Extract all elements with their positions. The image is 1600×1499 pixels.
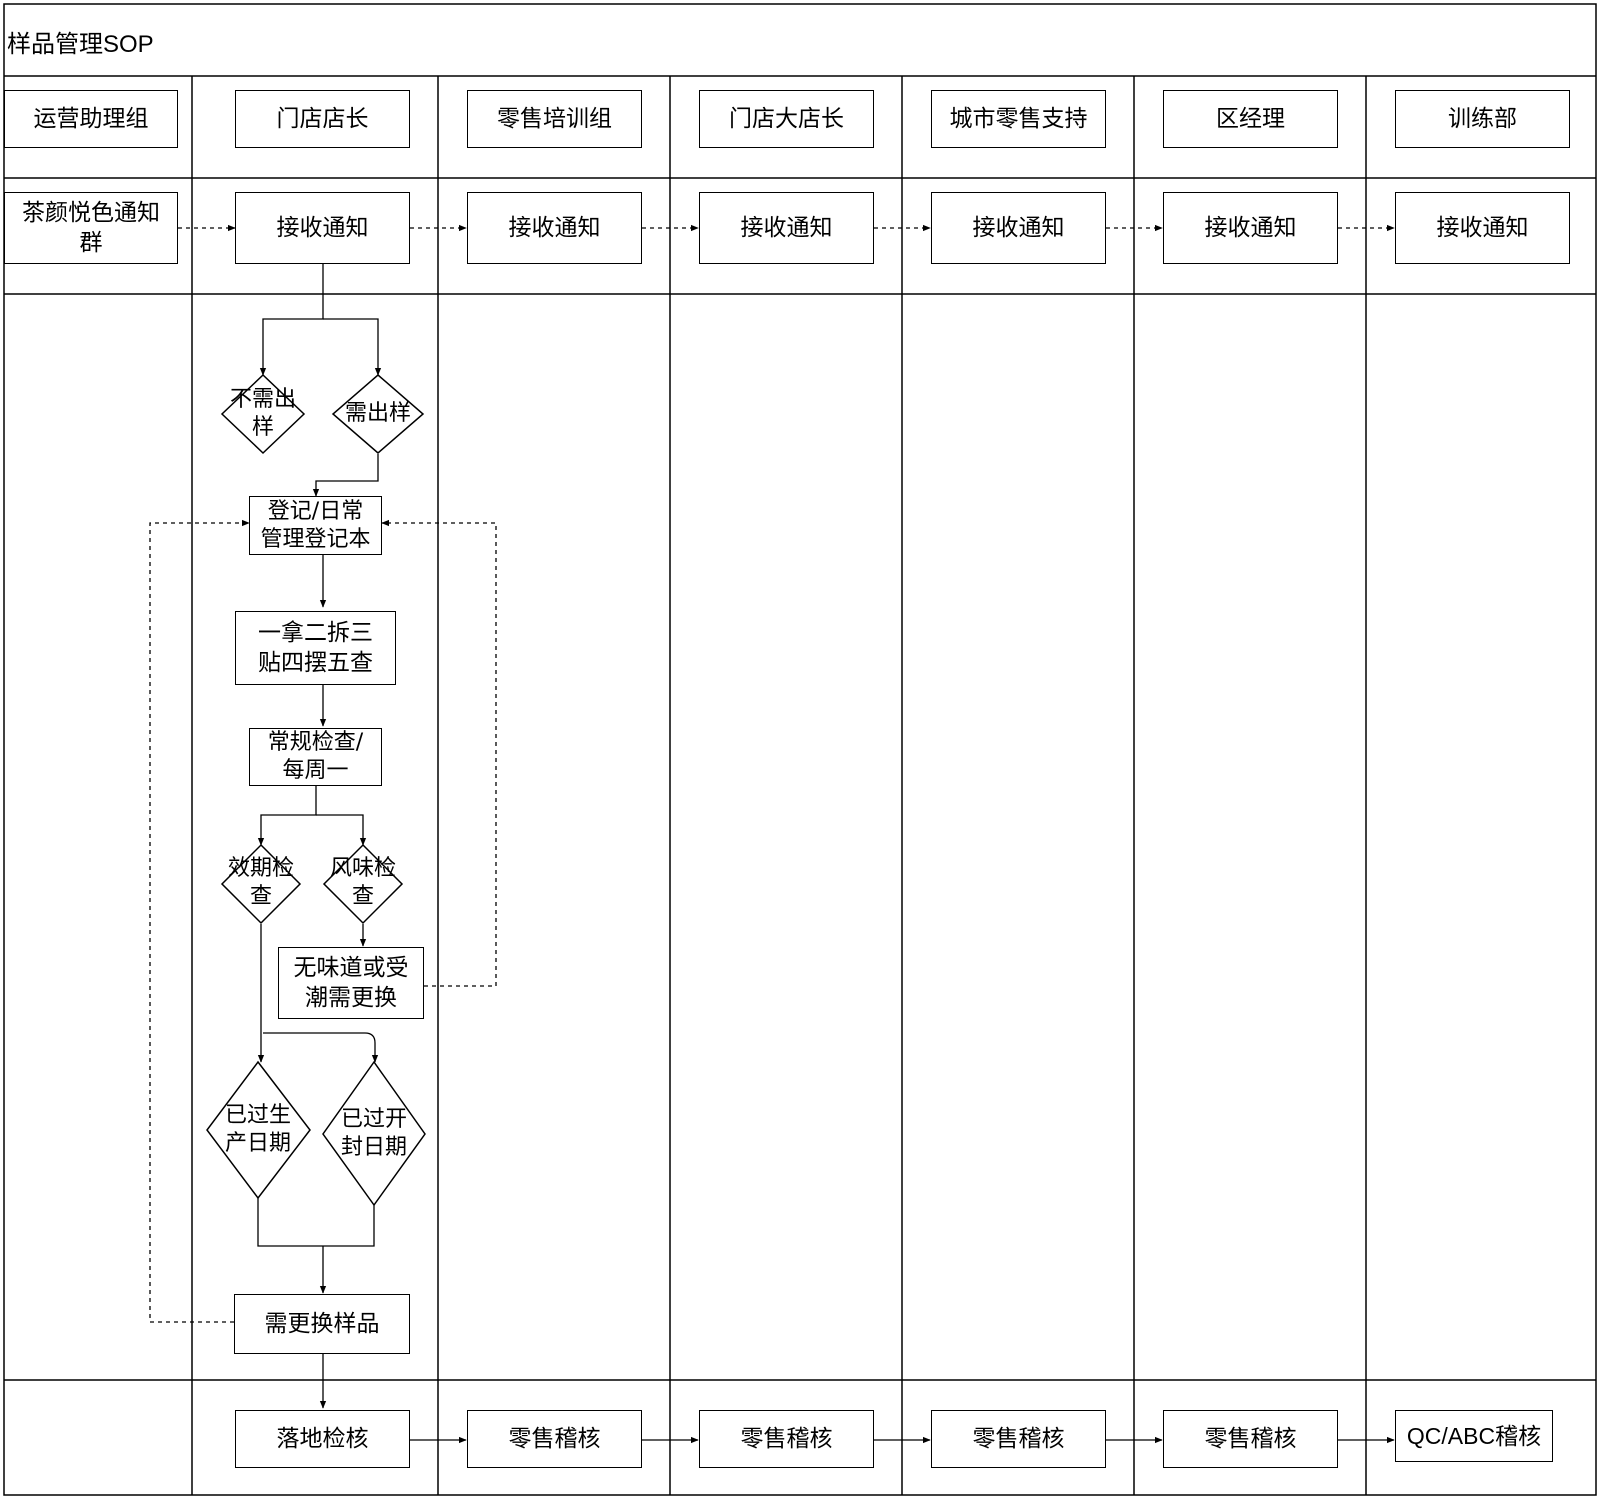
lane-header-ops-assistant: 运营助理组 — [4, 90, 178, 148]
lane-header-training-dept: 训练部 — [1395, 90, 1570, 148]
retail-audit-box-4: 零售稽核 — [1163, 1410, 1338, 1468]
qc-abc-audit-box: QC/ABC稽核 — [1395, 1410, 1553, 1462]
flow-connectors — [257, 264, 382, 1409]
notify-source-box: 茶颜悦色通知 群 — [4, 192, 178, 264]
receive-notice-retail-training: 接收通知 — [467, 192, 642, 264]
diamond-expiry-check — [220, 843, 302, 925]
onsite-audit-box: 落地检核 — [235, 1410, 410, 1468]
label-need-sample: 需出样 — [344, 401, 411, 426]
label-past-opening: 已过开 封日期 — [340, 1107, 407, 1160]
retail-audit-box-3: 零售稽核 — [931, 1410, 1106, 1468]
decision-shapes — [206, 373, 426, 1207]
routine-check-box: 常规检查/ 每周一 — [249, 728, 382, 786]
receive-notice-store-manager: 接收通知 — [235, 192, 410, 264]
five-steps-box: 一拿二拆三 贴四摆五查 — [235, 611, 396, 685]
label-expiry-check: 效期检 查 — [227, 856, 294, 909]
label-past-production: 已过生 产日期 — [224, 1103, 291, 1156]
retail-audit-box-2: 零售稽核 — [699, 1410, 874, 1468]
receive-notice-city-retail-support: 接收通知 — [931, 192, 1106, 264]
feedback-loops — [149, 519, 497, 1323]
receive-notice-training-dept: 接收通知 — [1395, 192, 1570, 264]
receive-notice-district-manager: 接收通知 — [1163, 192, 1338, 264]
replace-sample-box: 需更换样品 — [234, 1294, 410, 1354]
lane-header-senior-store-manager: 门店大店长 — [699, 90, 874, 148]
register-book-box: 登记/日常 管理登记本 — [249, 496, 382, 555]
lane-header-city-retail-support: 城市零售支持 — [931, 90, 1106, 148]
diamond-past-opening — [322, 1060, 426, 1207]
page-title: 样品管理SOP — [7, 31, 154, 58]
no-flavor-replace-box: 无味道或受 潮需更换 — [278, 947, 424, 1019]
swimlane-grid — [3, 3, 1597, 1496]
label-flavor-check: 风味检 查 — [329, 856, 396, 909]
diamond-flavor-check — [322, 843, 404, 925]
lane-header-retail-training: 零售培训组 — [467, 90, 642, 148]
receive-notice-senior-store-manager: 接收通知 — [699, 192, 874, 264]
label-no-sample: 不需出 样 — [229, 387, 296, 440]
diamond-need-sample — [331, 374, 425, 454]
diamond-past-production — [206, 1060, 311, 1200]
retail-audit-box-1: 零售稽核 — [467, 1410, 642, 1468]
lane-header-district-manager: 区经理 — [1163, 90, 1338, 148]
diamond-no-sample — [220, 373, 306, 455]
lane-header-store-manager: 门店店长 — [235, 90, 410, 148]
